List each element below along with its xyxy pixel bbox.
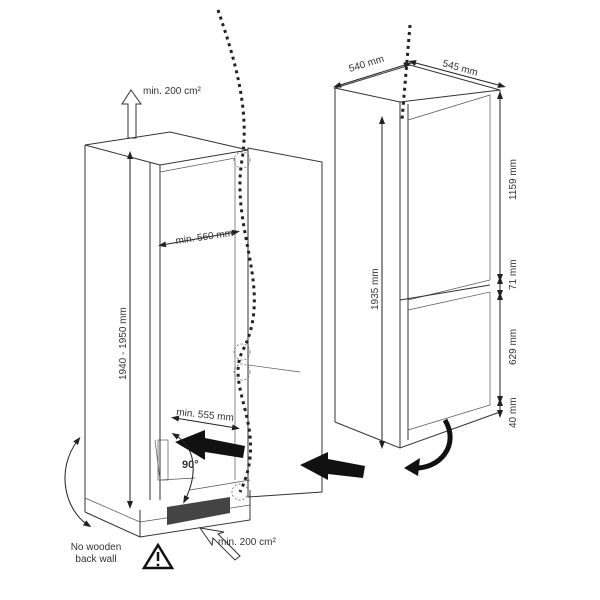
appliance-depth-dim bbox=[408, 60, 506, 88]
rotate-arrow-icon bbox=[411, 418, 453, 471]
appliance-width-dim bbox=[333, 62, 412, 88]
width-min-dim bbox=[158, 229, 240, 248]
gap-height-label: 71 mm bbox=[508, 259, 519, 290]
angle-label: 90° bbox=[182, 459, 199, 471]
width-min-label: min. 560 mm bbox=[175, 228, 234, 247]
ventilation-grille bbox=[167, 497, 230, 525]
depth-min-dim bbox=[171, 415, 240, 431]
insert-arrow-icon bbox=[175, 430, 365, 480]
warning-triangle-icon bbox=[141, 542, 175, 570]
back-wall-dim bbox=[64, 436, 92, 528]
niche-height-label: 1940 - 1950 mm bbox=[118, 307, 129, 380]
lower-height-label: 629 mm bbox=[508, 329, 519, 365]
vent-bottom-label: min. 200 cm² bbox=[218, 537, 276, 548]
bottom-height-label: 40 mm bbox=[508, 397, 519, 428]
depth-min-label: min. 555 mm bbox=[176, 407, 235, 424]
vent-top-label: min. 200 cm² bbox=[143, 86, 201, 97]
no-back-wall-label-2: back wall bbox=[75, 554, 116, 565]
no-back-wall-label-1: No wooden bbox=[71, 542, 122, 553]
airflow-arrow-icon bbox=[121, 89, 241, 561]
appliance-width-label: 540 mm bbox=[348, 54, 386, 75]
upper-height-label: 1159 mm bbox=[508, 159, 519, 200]
door-swing-path bbox=[216, 9, 256, 493]
niche-cabinet bbox=[84, 131, 251, 538]
cabinet-door bbox=[231, 147, 323, 501]
appliance-depth-label: 545 mm bbox=[441, 58, 479, 79]
appliance-height-label: 1935 mm bbox=[370, 268, 381, 310]
fridge-appliance bbox=[333, 64, 501, 449]
appliance-axis-dotted bbox=[400, 24, 412, 121]
angle-dim bbox=[171, 432, 194, 504]
